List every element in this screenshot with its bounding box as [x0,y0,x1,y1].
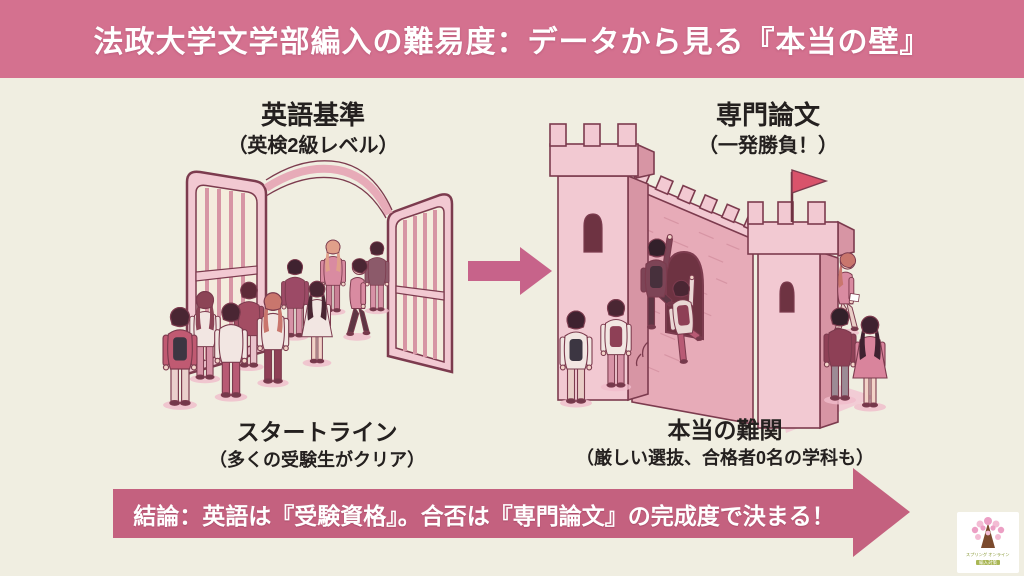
motion-lines [635,341,649,367]
page-title: 法政大学文学部編入の難易度：データから見る『本当の壁』 [93,26,931,59]
arrow-right-icon [468,247,552,295]
logo-caption-line2: 編入対策 [976,559,1000,566]
castle-subtitle: （一発勝負！） [698,134,838,157]
gate-section-heading: 英語基準 （英検2級レベル） [163,100,463,158]
castle-right-tower [747,201,855,430]
gate-illustration [162,160,454,411]
conclusion-banner-text: 結論：英語は『受験資格』。合否は『専門論文』の完成度で決まる！ [133,502,835,529]
flag-icon [790,169,829,222]
castle-left-tower [549,123,655,402]
gate-right-bars [403,210,437,359]
gate-arch [263,164,393,216]
gate-caption-note: （多くの受験生がクリア） [209,450,425,471]
gate-caption: スタートライン （多くの受験生がクリア） [152,419,482,472]
header-bar: 法政大学文学部編入の難易度：データから見る『本当の壁』 [0,0,1024,78]
castle-caption-note: （厳しい選抜、合格者0名の学科も） [575,448,874,469]
gate-caption-title: スタートライン [236,419,398,445]
castle-caption-title: 本当の難関 [667,417,783,443]
castle-caption: 本当の難関 （厳しい選抜、合格者0名の学科も） [525,417,925,470]
gate-title: 英語基準 [260,100,365,130]
logo-tree-icon [971,517,1005,548]
logo-caption-line1: スプリング オンライン [966,552,1010,558]
castle-figures [559,234,888,413]
logo-badge: スプリング オンライン 編入対策 [957,512,1019,573]
gate-subtitle: （英検2級レベル） [227,134,399,157]
banner-arrow-shape [113,468,910,557]
castle-illustration [549,123,888,433]
paper-sheet [849,293,860,303]
castle-title: 専門論文 [715,100,820,130]
castle-section-heading: 専門論文 （一発勝負！） [618,100,918,158]
